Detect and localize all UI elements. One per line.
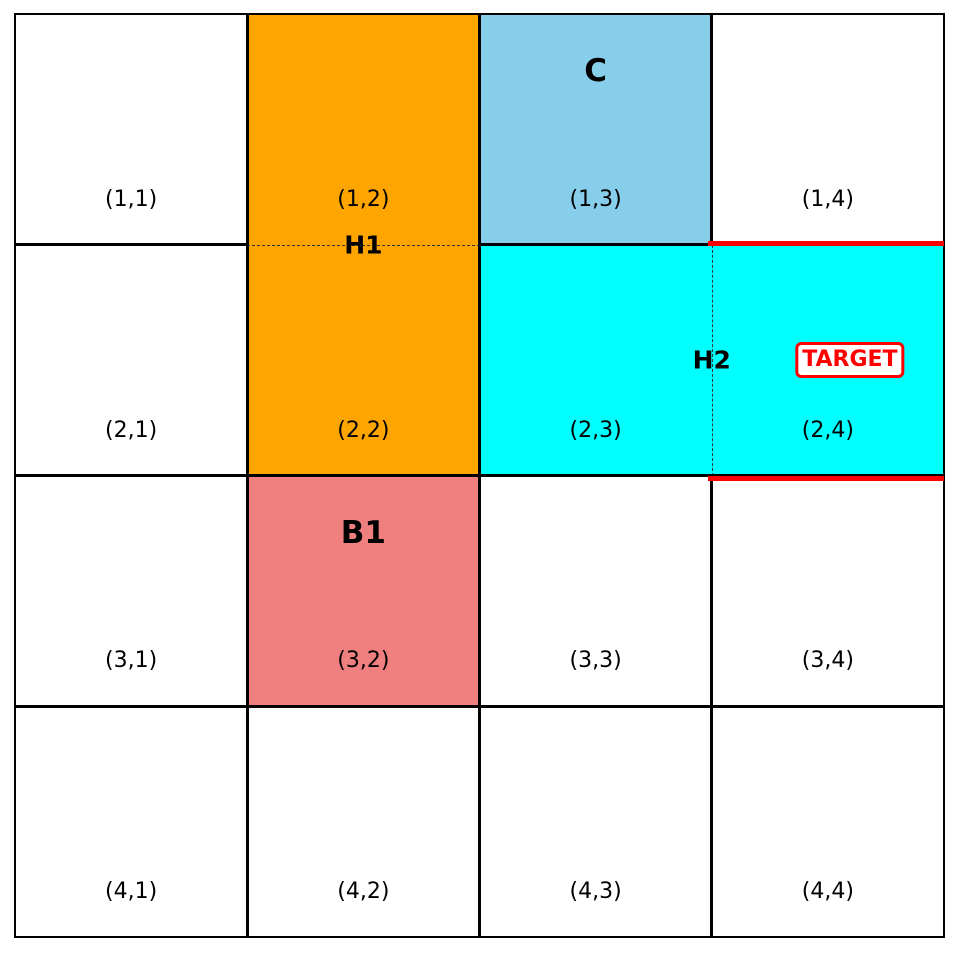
cell-1-3[interactable]: (1,3): [480, 14, 712, 245]
piece-h2-label: H2: [692, 345, 731, 375]
cell-coordinate: (1,3): [569, 186, 622, 212]
cell-2-2[interactable]: (2,2): [247, 245, 479, 476]
cell-coordinate: (3,2): [337, 648, 390, 674]
cell-coordinate: (4,1): [105, 879, 158, 904]
cell-2-1[interactable]: (2,1): [15, 245, 247, 476]
piece-b1-label: B1: [340, 514, 386, 551]
cell-coordinate: (4,4): [801, 879, 854, 904]
cell-coordinate: (3,3): [569, 648, 622, 674]
cell-3-4[interactable]: (3,4): [712, 476, 944, 707]
cell-coordinate: (3,4): [801, 648, 854, 674]
cell-4-1[interactable]: (4,1): [15, 706, 247, 937]
grid-line: [710, 14, 714, 245]
piece-h1-divider: [247, 244, 480, 246]
cell-1-2[interactable]: (1,2): [247, 14, 479, 245]
cell-coordinate: (2,3): [569, 417, 622, 443]
piece-h2-divider: [711, 244, 713, 476]
cell-coordinate: (2,1): [105, 417, 158, 443]
cell-4-2[interactable]: (4,2): [247, 706, 479, 937]
cell-3-3[interactable]: (3,3): [480, 476, 712, 707]
target-edge-top: [707, 240, 944, 246]
grid-line: [943, 13, 945, 938]
cell-2-4[interactable]: (2,4): [712, 245, 944, 476]
grid-line: [710, 475, 714, 937]
cell-coordinate: (4,2): [337, 879, 390, 904]
cell-coordinate: (1,2): [337, 186, 390, 212]
piece-c-label: C: [584, 53, 608, 89]
puzzle-board: (1,1) (1,2) (1,3) (1,4) (2,1) (2,2) (2,3…: [14, 13, 945, 938]
cell-2-3[interactable]: (2,3): [480, 245, 712, 476]
cell-3-1[interactable]: (3,1): [15, 476, 247, 707]
piece-c[interactable]: [479, 14, 712, 245]
cell-coordinate: (3,1): [105, 648, 158, 674]
cell-coordinate: (4,3): [569, 879, 622, 904]
target-edge-bottom: [707, 475, 944, 481]
cell-coordinate: (2,2): [337, 417, 390, 443]
target-badge: TARGET: [795, 342, 905, 379]
piece-h1-label: H1: [344, 230, 383, 260]
cell-1-1[interactable]: (1,1): [15, 14, 247, 245]
cell-3-2[interactable]: (3,2): [247, 476, 479, 707]
piece-b1[interactable]: [247, 475, 480, 707]
cell-4-3[interactable]: (4,3): [480, 706, 712, 937]
grid-line: [245, 14, 249, 937]
grid-line: [15, 243, 248, 247]
cell-4-4[interactable]: (4,4): [712, 706, 944, 937]
cell-1-4[interactable]: (1,4): [712, 14, 944, 245]
grid-line: [478, 14, 481, 937]
cell-coordinate: (2,4): [801, 417, 854, 443]
cell-coordinate: (1,1): [105, 186, 158, 212]
cell-coordinate: (1,4): [801, 186, 854, 212]
grid-line: [14, 936, 945, 938]
